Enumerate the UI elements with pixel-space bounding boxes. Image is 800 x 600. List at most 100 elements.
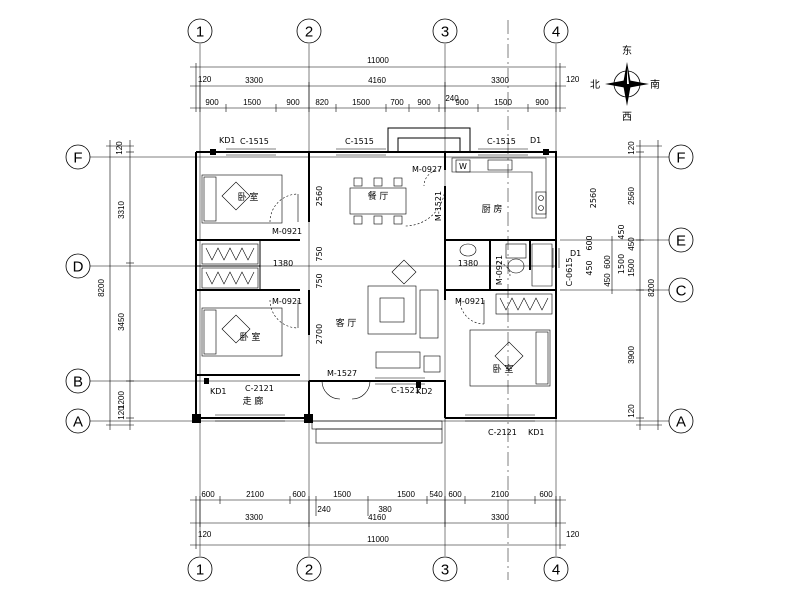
label-dim-1380-b: 1380 xyxy=(458,259,478,268)
dim-bottom-detail-9: 600 xyxy=(539,490,553,499)
closet-2-hangers xyxy=(205,271,255,285)
label-dim-1500-r: 1500 xyxy=(617,254,626,274)
axis-bubble-top-1 xyxy=(187,18,213,44)
dim-top-detail-10: 900 xyxy=(535,98,549,107)
dim-right-minor-1: 600 xyxy=(603,255,612,269)
door-m0927 xyxy=(423,169,441,187)
axis-bubble-bottom-2 xyxy=(296,556,322,582)
axis-label-top-1: 1 xyxy=(196,24,204,41)
axis-label-right-a: A xyxy=(676,414,686,431)
dim-right-seg-4: 1500 xyxy=(627,259,636,277)
dim-top-detail-7: 900 xyxy=(417,98,431,107)
toilet-bowl xyxy=(507,258,525,274)
dim-top-bay-2: 4160 xyxy=(368,76,386,85)
room-label-living: 客 厅 xyxy=(336,317,357,329)
toilet-tank xyxy=(505,243,527,259)
label-w-mark: W xyxy=(459,162,467,171)
plant-box xyxy=(423,355,441,373)
label-kd1-br: KD1 xyxy=(528,428,545,437)
label-d1-right: D1 xyxy=(570,249,581,258)
axis-bubble-top-2 xyxy=(296,18,322,44)
door-bed3 xyxy=(459,299,485,325)
dim-top-edge-right: 120 xyxy=(566,75,580,84)
closet-3 xyxy=(495,293,553,315)
wall-exterior-left xyxy=(195,152,310,419)
dim-left-seg-5: 120 xyxy=(117,406,126,420)
label-kd1-tl: KD1 xyxy=(219,136,236,145)
column-top-4 xyxy=(543,149,549,155)
axis-label-left-b: B xyxy=(73,374,83,391)
compass xyxy=(605,62,649,106)
dining-chair-4 xyxy=(353,215,363,225)
label-dim-450-r: 450 xyxy=(617,224,626,239)
axis-label-top-4: 4 xyxy=(552,24,560,41)
dim-bottom-edge-left: 120 xyxy=(198,530,212,539)
axis-bubble-bottom-3 xyxy=(432,556,458,582)
axis-bubble-left-d xyxy=(65,253,91,279)
sofa-bottom xyxy=(375,351,421,369)
axis-bubble-bottom-1 xyxy=(187,556,213,582)
wall-exterior-top-right xyxy=(196,151,557,419)
label-dim-750-b: 750 xyxy=(315,273,324,288)
dim-bottom-bay-3: 3300 xyxy=(491,513,509,522)
stove-burner-2 xyxy=(538,205,544,211)
axis-bubble-bottom-4 xyxy=(543,556,569,582)
label-dim-1380-a: 1380 xyxy=(273,259,293,268)
door-m1527-left xyxy=(321,380,341,400)
dim-lines-right xyxy=(611,140,662,430)
entry-steps xyxy=(311,420,443,444)
bay-projection xyxy=(387,127,471,152)
dim-bottom-detail-7: 600 xyxy=(448,490,462,499)
room-label-bedroom-1: 卧 室 xyxy=(238,191,259,203)
column-2a xyxy=(304,414,313,423)
dim-bottom-detail-2: 2100 xyxy=(246,490,264,499)
label-c1515-c: C-1515 xyxy=(487,137,516,146)
axis-bubble-right-c xyxy=(668,277,694,303)
axis-label-right-c: C xyxy=(676,283,687,300)
axis-bubble-right-f xyxy=(668,144,694,170)
dim-left-seg-3: 3450 xyxy=(117,313,126,331)
closet-1 xyxy=(201,243,259,265)
room-label-dining: 餐 厅 xyxy=(368,190,389,202)
step-2 xyxy=(315,428,443,444)
stove-burner-1 xyxy=(538,195,544,201)
axis-label-left-f: F xyxy=(73,150,82,167)
axis-label-left-a: A xyxy=(73,414,83,431)
label-dim-450-r2: 450 xyxy=(585,260,594,275)
dim-top-detail-5: 1500 xyxy=(352,98,370,107)
axis-label-bottom-3: 3 xyxy=(441,562,449,579)
axis-label-right-f: F xyxy=(676,150,685,167)
bed-3-pillow xyxy=(494,341,524,371)
dim-right-seg-6: 120 xyxy=(627,404,636,418)
label-c2121-a: C-2121 xyxy=(245,384,274,393)
kitchen-stove xyxy=(535,191,547,215)
dim-right-seg-5: 3900 xyxy=(627,346,636,364)
wall-exterior-living-south xyxy=(309,380,446,418)
dim-bottom-bay-1: 3300 xyxy=(245,513,263,522)
door-bath xyxy=(495,261,511,277)
dim-top-bay-3: 3300 xyxy=(491,76,509,85)
label-m0921-b: M-0921 xyxy=(272,297,302,306)
label-m1521: M-1521 xyxy=(434,191,443,221)
axis-bubble-left-f xyxy=(65,144,91,170)
column-top-1 xyxy=(210,149,216,155)
column-1a xyxy=(192,414,201,423)
axis-bubble-left-a xyxy=(65,408,91,434)
dining-table xyxy=(349,187,407,215)
dim-right-total: 8200 xyxy=(647,279,656,297)
columns xyxy=(192,149,549,423)
dining-chair-6 xyxy=(393,215,403,225)
dim-lines-bottom xyxy=(190,496,566,549)
dining-chair-2 xyxy=(373,177,383,187)
dim-bottom-detail-5: 1500 xyxy=(397,490,415,499)
dim-bottom-detail-8: 2100 xyxy=(491,490,509,499)
door-bed2 xyxy=(269,299,299,329)
closet-3-hangers xyxy=(499,297,549,311)
shower-area xyxy=(531,243,553,287)
compass-north: 北 xyxy=(590,79,600,91)
bed-3-headboard xyxy=(535,331,549,385)
dim-top-detail-8: 240 xyxy=(445,94,459,103)
label-c1515-b: C-1515 xyxy=(345,137,374,146)
label-m0921-v: M-0921 xyxy=(495,255,504,285)
